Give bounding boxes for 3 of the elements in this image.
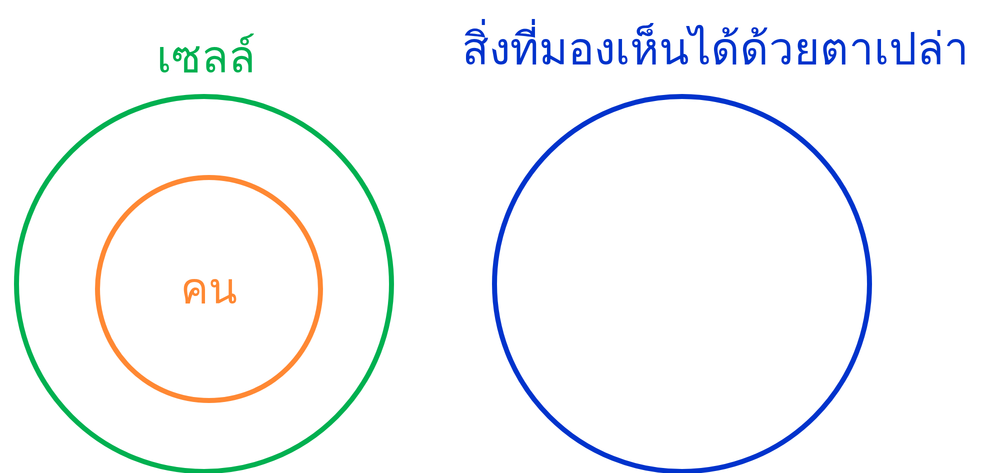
set-label: คน xyxy=(180,263,238,315)
set-title: เซลล์ xyxy=(156,31,256,85)
set-circle xyxy=(95,175,323,403)
